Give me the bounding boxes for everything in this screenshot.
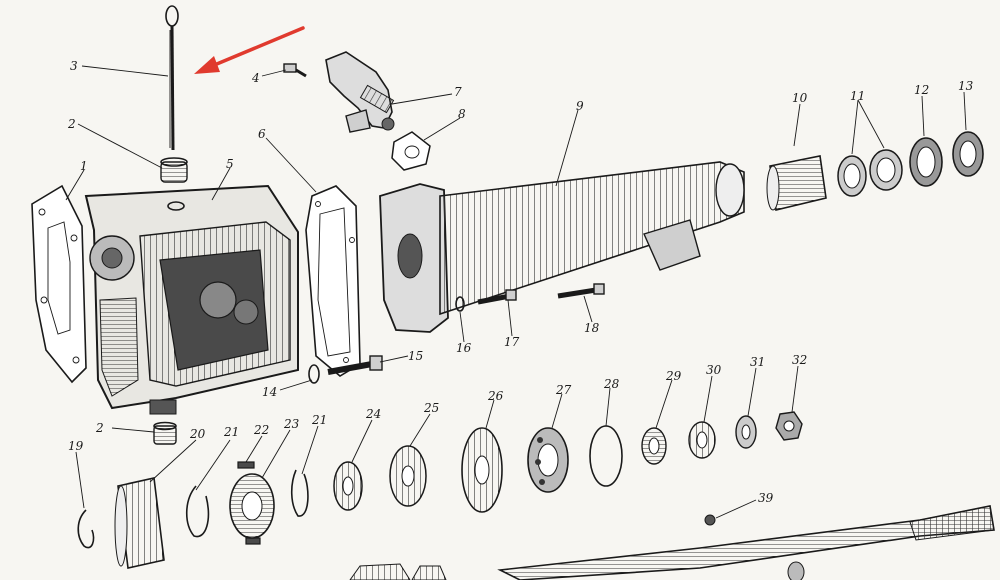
ball-part-39 <box>704 514 716 526</box>
gasket-part-6 <box>305 185 361 377</box>
label-18: 18 <box>584 321 600 335</box>
label-6: 6 <box>258 127 266 141</box>
label-16: 16 <box>456 341 472 355</box>
snap-ring-part-28 <box>589 425 623 487</box>
circlip-part-19 <box>77 509 95 549</box>
label-28: 28 <box>603 377 620 391</box>
snap-ring-part-21-left <box>185 485 210 538</box>
label-11: 11 <box>850 89 865 103</box>
plug-part-2-bottom <box>153 421 177 445</box>
washer-part-31 <box>735 415 757 449</box>
gasket-part-1 <box>31 184 87 384</box>
part-labels: 3 2 1 5 6 4 7 8 9 10 11 12 13 14 15 16 1… <box>67 59 974 505</box>
screw-part-4 <box>283 63 307 78</box>
main-shaft <box>349 505 995 580</box>
label-39: 39 <box>758 491 774 505</box>
label-21-right: 21 <box>311 413 327 427</box>
label-17: 17 <box>504 335 520 349</box>
oil-seal-part-12 <box>909 137 943 187</box>
label-24: 24 <box>365 407 381 421</box>
label-20: 20 <box>189 427 206 441</box>
bolt-part-15 <box>327 355 383 375</box>
bearings-part-11 <box>837 149 903 197</box>
extension-housing-part-9 <box>379 161 745 333</box>
label-22: 22 <box>253 423 269 437</box>
label-31: 31 <box>750 355 765 369</box>
label-25: 25 <box>423 401 439 415</box>
label-15: 15 <box>408 349 423 363</box>
oil-seal-part-13 <box>952 131 984 177</box>
dipstick-part-3 <box>165 5 179 151</box>
label-5: 5 <box>226 157 234 171</box>
label-12: 12 <box>914 83 929 97</box>
gear-part-24 <box>333 461 363 511</box>
label-29: 29 <box>665 369 682 383</box>
bushing-part-30 <box>688 421 716 459</box>
bolt-part-17 <box>477 289 517 305</box>
label-19: 19 <box>68 439 84 453</box>
label-1: 1 <box>80 159 88 173</box>
label-4: 4 <box>251 71 260 85</box>
label-26: 26 <box>487 389 504 403</box>
label-9: 9 <box>576 99 584 113</box>
plug-part-2-top <box>160 157 188 183</box>
label-8: 8 <box>458 107 466 121</box>
synchronizer-ring-part-20 <box>114 477 165 569</box>
label-30: 30 <box>706 363 722 377</box>
bolt-part-18 <box>557 283 605 299</box>
hub-part-23 <box>229 473 275 539</box>
snap-ring-part-21-right <box>290 469 309 517</box>
gear-part-25 <box>389 445 427 507</box>
ring-part-16 <box>455 296 465 312</box>
bearing-sleeve-part-10 <box>766 155 827 211</box>
ring-part-14 <box>308 364 320 384</box>
bearing-part-27 <box>527 427 569 493</box>
nut-part-32 <box>775 411 803 441</box>
label-21-left: 21 <box>223 425 239 439</box>
gear-part-26 <box>461 427 503 513</box>
speedometer-drive-part-7 <box>325 51 395 133</box>
label-7: 7 <box>454 85 462 99</box>
label-13: 13 <box>958 79 974 93</box>
label-23: 23 <box>283 417 300 431</box>
label-27: 27 <box>555 383 572 397</box>
red-arrow-indicator <box>194 26 305 74</box>
label-3: 3 <box>70 59 78 73</box>
gasket-part-8 <box>391 131 431 171</box>
label-32: 32 <box>792 353 807 367</box>
gearbox-housing-part-5 <box>84 184 299 415</box>
bushing-part-29 <box>641 427 667 465</box>
label-14: 14 <box>262 385 277 399</box>
leader-lines <box>65 65 967 519</box>
label-2-bottom: 2 <box>95 421 104 435</box>
label-10: 10 <box>792 91 808 105</box>
label-2-top: 2 <box>67 117 76 131</box>
